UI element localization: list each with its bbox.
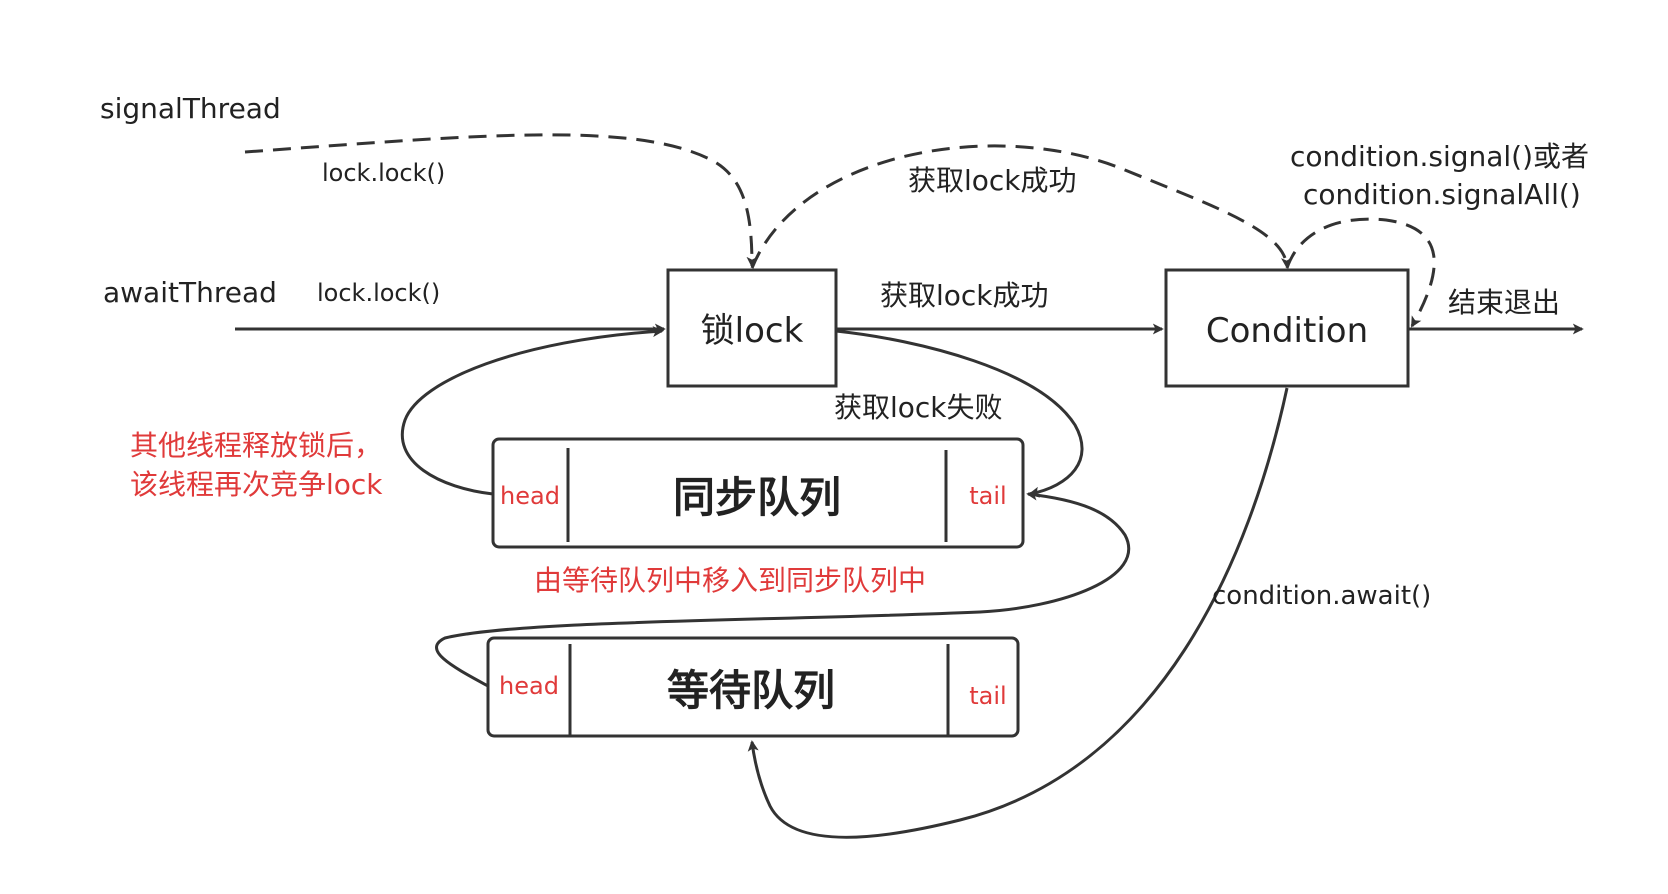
condition-box [1164,268,1410,388]
lock-box [666,268,838,388]
label-await-lock-call: lock.lock() [317,279,440,307]
label-await-thread: awaitThread [103,276,277,309]
edge-signal-to-lock [244,133,758,268]
edge-sync-to-lock [400,326,664,496]
edge-lock-fail-to-sync [835,329,1084,498]
label-move-to-sync: 由等待队列中移入到同步队列中 [534,564,926,597]
sync-queue-title: 同步队列 [673,473,841,522]
wait-queue-tail: tail [969,682,1006,710]
label-signal-call-line1: condition.signal()或者 [1290,140,1589,173]
label-acquire-success-mid: 获取lock成功 [880,279,1049,312]
label-recompete-line1: 其他线程释放锁后， [130,429,382,462]
edge-wait-to-sync [435,489,1131,688]
sync-queue: head 同步队列 tail [491,437,1025,549]
wait-queue: head 等待队列 tail [486,636,1020,738]
label-exit: 结束退出 [1448,286,1560,319]
condition-label: Condition [1206,311,1368,351]
edge-condition-self-signal [1285,217,1436,328]
lock-label: 锁lock [701,311,804,351]
label-signal-lock-call: lock.lock() [322,159,445,187]
label-acquire-fail: 获取lock失败 [834,391,1003,424]
label-signal-call-line2: condition.signalAll() [1303,178,1581,211]
wait-queue-head: head [499,672,559,700]
label-acquire-success-top: 获取lock成功 [908,164,1077,197]
label-signal-thread: signalThread [100,92,281,125]
edge-condition-await [747,387,1289,839]
sync-queue-tail: tail [969,482,1006,510]
sync-queue-head: head [500,482,560,510]
wait-queue-title: 等待队列 [667,666,835,715]
label-recompete-line2: 该线程再次竞争lock [130,468,383,501]
label-await-call: condition.await() [1212,581,1431,611]
edge-lock-to-condition-dashed [750,144,1292,269]
